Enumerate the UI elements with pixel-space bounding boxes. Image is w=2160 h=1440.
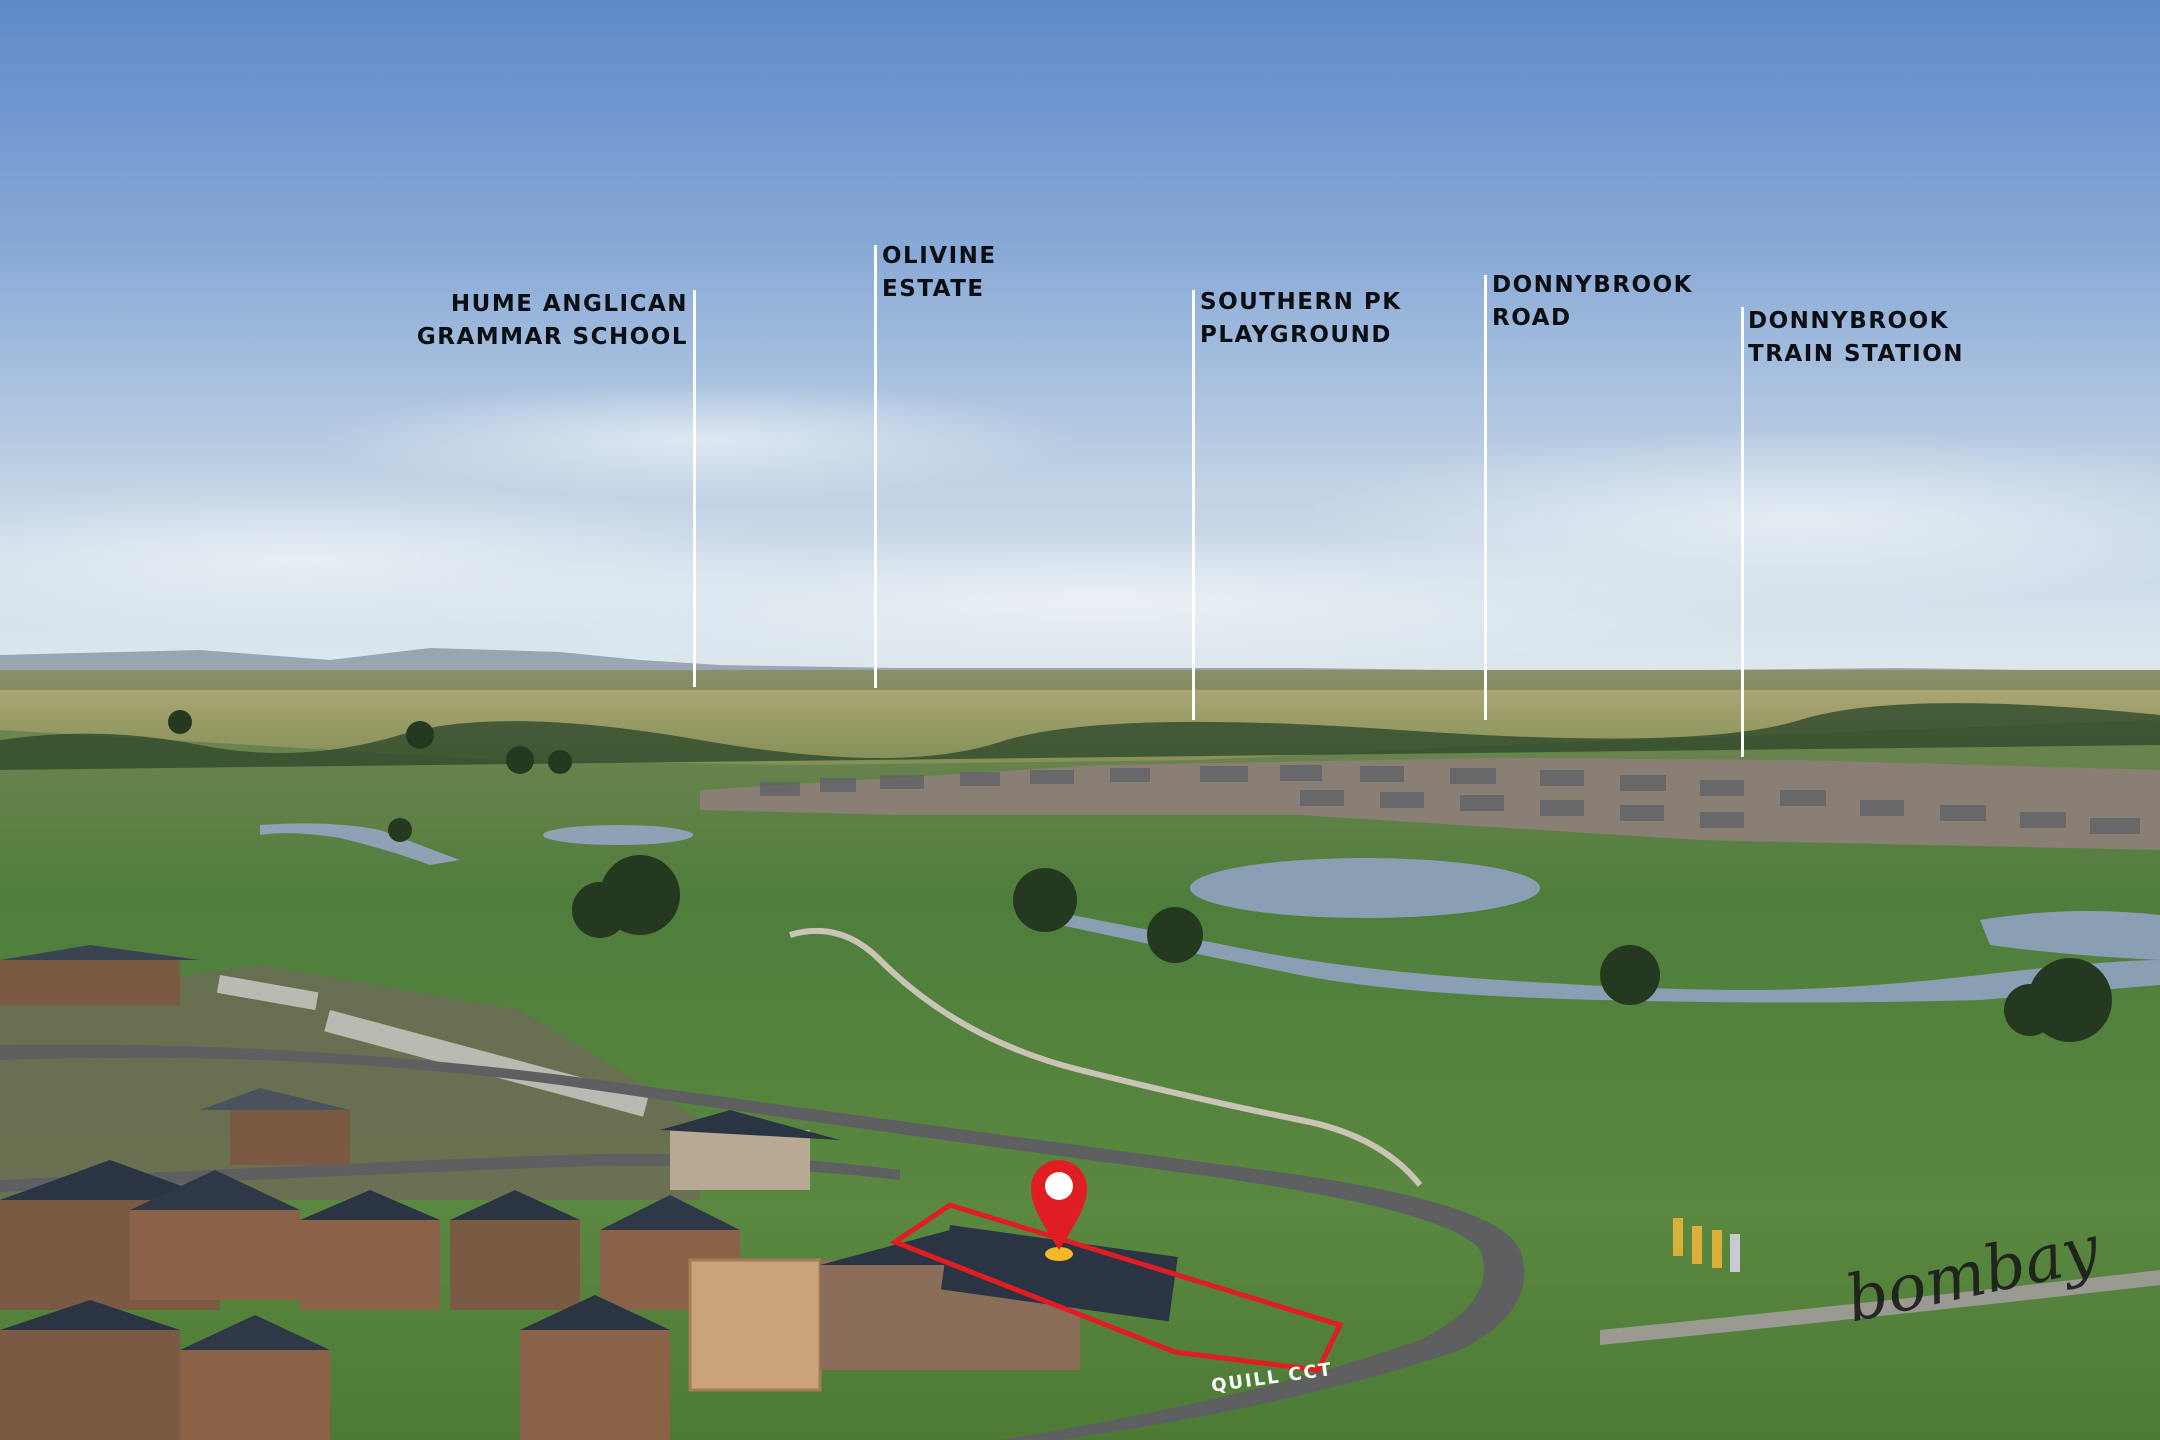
trees [168,710,2112,1042]
footpath [1600,1270,2160,1345]
tree-line [0,703,2160,770]
houses [0,945,1080,1440]
lot-outline [889,1202,1344,1373]
suburb-rooftops [760,765,2140,834]
poi-label-olivine-estate: OLIVINE ESTATE [882,243,997,302]
location-pin-icon [1031,1160,1087,1261]
slab-rows [216,975,649,1117]
construction-area [0,965,700,1200]
walking-path [789,927,1423,1187]
poi-label-donnybrook-road: DONNYBROOK ROAD [1492,272,1693,331]
leader-line-hume [693,290,696,687]
leader-line-dbroad [1484,275,1487,720]
pond [1190,858,1540,918]
cloud [1300,430,2160,610]
pond [543,825,693,845]
poi-label-hume-anglican: HUME ANGLICAN GRAMMAR SCHOOL [416,291,688,350]
leader-line-southern [1192,290,1195,720]
cloud [320,380,1080,500]
poi-label-southern-pk: SOUTHERN PK PLAYGROUND [1200,289,1402,348]
leader-line-olivine [874,245,877,688]
creek [1980,911,2160,960]
poi-label-donnybrook-station: DONNYBROOK TRAIN STATION [1748,308,1965,367]
highlighted-lot [889,1202,1344,1373]
flags [1673,1218,1740,1272]
leader-line-dbstation [1741,307,1744,757]
creek [260,823,460,865]
